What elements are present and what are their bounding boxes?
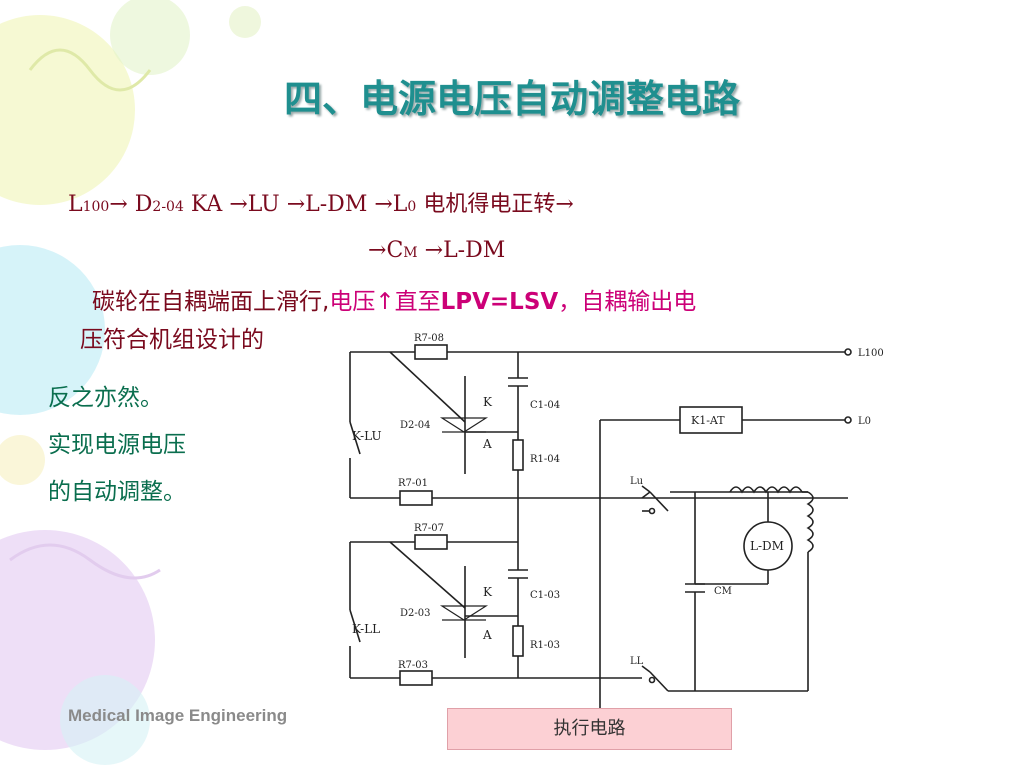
circuit-caption: 执行电路 <box>447 708 732 750</box>
contact-label: LL <box>630 656 644 667</box>
resistor-label: R7-08 <box>414 333 444 344</box>
arrow-icon: → <box>424 238 444 263</box>
bg-bubble <box>0 245 105 415</box>
cathode-label: K <box>483 395 493 409</box>
anode-label: A <box>482 437 492 451</box>
terminal-label: L0 <box>858 416 871 427</box>
cathode-label: K <box>483 585 493 599</box>
lu-label: LU <box>247 192 280 217</box>
bg-bubble <box>229 6 261 38</box>
arrow-icon: → <box>109 192 128 217</box>
resistor-label: R1-03 <box>530 640 560 651</box>
terminal-label: L100 <box>858 348 884 359</box>
arrow-icon: → <box>286 192 306 217</box>
execution-circuit-diagram: R7-08 R7-01 R7-07 R7-03 C1-04 C1-03 R1-0… <box>290 326 890 718</box>
capacitor-label: C1-03 <box>530 590 560 601</box>
bg-bubble <box>0 435 45 485</box>
paragraph-segment: ，自耦输出电 <box>558 289 697 315</box>
control-sequence-line1: L100→ D2-04 KA →LU →L-DM →L0 电机得电正转→ <box>68 186 574 218</box>
bg-bubble <box>60 675 150 765</box>
relay-box-label: K1-AT <box>691 414 725 427</box>
resistor-label: R1-04 <box>530 454 560 465</box>
cm-label: CM <box>386 238 418 263</box>
control-sequence-line2: →CM →L-DM <box>368 238 505 263</box>
side-text-line: 实现电源电压 <box>48 432 186 458</box>
capacitor-label: CM <box>714 586 732 597</box>
paragraph-segment: 碳轮在自耦端面上滑行, <box>92 289 330 315</box>
l100-label: L100 <box>68 192 110 217</box>
thyristor-label: D2-03 <box>400 608 430 619</box>
bg-bubble <box>0 15 135 205</box>
paragraph-line1: 碳轮在自耦端面上滑行,电压↑直至LPV=LSV，自耦输出电 <box>92 282 696 316</box>
contact-label: Lu <box>630 476 644 487</box>
relay-contact-label: K-LU <box>352 429 382 443</box>
bg-swirl <box>9 543 161 580</box>
d204-label: D2-04 <box>134 192 184 217</box>
arrow-icon: → <box>368 238 387 263</box>
resistor-label: R7-07 <box>414 523 444 534</box>
capacitor-label: C1-04 <box>530 400 560 411</box>
thyristor-label: D2-04 <box>400 420 430 431</box>
resistor-label: R7-03 <box>398 660 428 671</box>
anode-label: A <box>482 628 492 642</box>
arrow-icon: → <box>374 192 393 217</box>
side-text-line: 反之亦然。 <box>48 385 163 411</box>
motor-forward-text: 电机得电正转→ <box>423 192 574 217</box>
lpv-lsv-text: LPV=LSV <box>440 289 559 315</box>
bg-bubble <box>110 0 190 75</box>
ka-label: KA <box>190 192 223 217</box>
relay-contact-label: K-LL <box>352 622 380 636</box>
bg-swirl <box>28 48 152 92</box>
paragraph-segment: 电压↑直至 <box>329 289 441 315</box>
ldm-label: L-DM <box>443 238 506 263</box>
resistor-label: R7-01 <box>398 478 428 489</box>
l0-label: L0 <box>392 192 417 217</box>
arrow-icon: → <box>229 192 248 217</box>
motor-label: L-DM <box>750 539 784 553</box>
paragraph-segment: 压符合机组设计的 <box>80 327 264 353</box>
slide-title: 四、电源电压自动调整电路 <box>283 76 740 121</box>
side-text-line: 的自动调整。 <box>48 479 186 505</box>
ldm-label: L-DM <box>305 192 368 217</box>
footer-text: Medical Image Engineering <box>68 706 288 725</box>
